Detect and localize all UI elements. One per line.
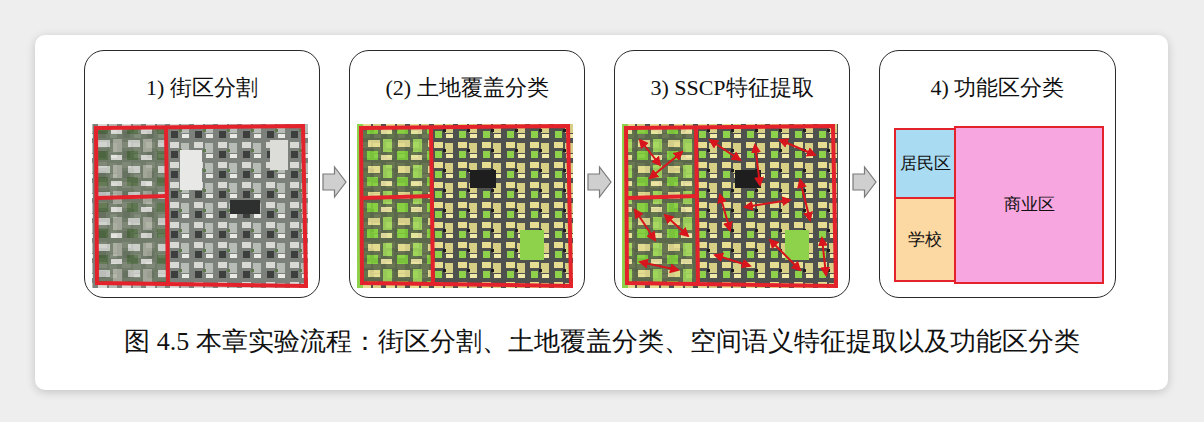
block-arrow [853, 167, 876, 197]
block-arrow [588, 167, 611, 197]
zone-label: 居民区 [900, 154, 951, 174]
step-box: (2) 土地覆盖分类 [349, 50, 585, 298]
zone-region: 学校 [894, 197, 956, 282]
step-title: 1) 街区分割 [85, 75, 319, 101]
step-box: 1) 街区分割 [84, 50, 320, 298]
zone-label: 商业区 [1004, 195, 1055, 215]
zone-label: 学校 [908, 230, 942, 250]
step-title: 3) SSCP特征提取 [615, 75, 849, 101]
zone-region: 商业区 [954, 126, 1104, 284]
step-box: 3) SSCP特征提取 [614, 50, 850, 298]
aerial-image [92, 124, 308, 288]
step-title: 4) 功能区分类 [880, 75, 1115, 101]
step-box: 4) 功能区分类居民区学校 商业区 [879, 50, 1116, 298]
block-arrow [323, 167, 346, 197]
zone-region: 居民区 [894, 128, 956, 199]
step-title: (2) 土地覆盖分类 [350, 75, 584, 101]
feature-image [622, 124, 838, 288]
figure-caption: 图 4.5 本章实验流程：街区分割、土地覆盖分类、空间语义特征提取以及功能区分类 [0, 326, 1204, 358]
landcover-image [357, 124, 573, 288]
